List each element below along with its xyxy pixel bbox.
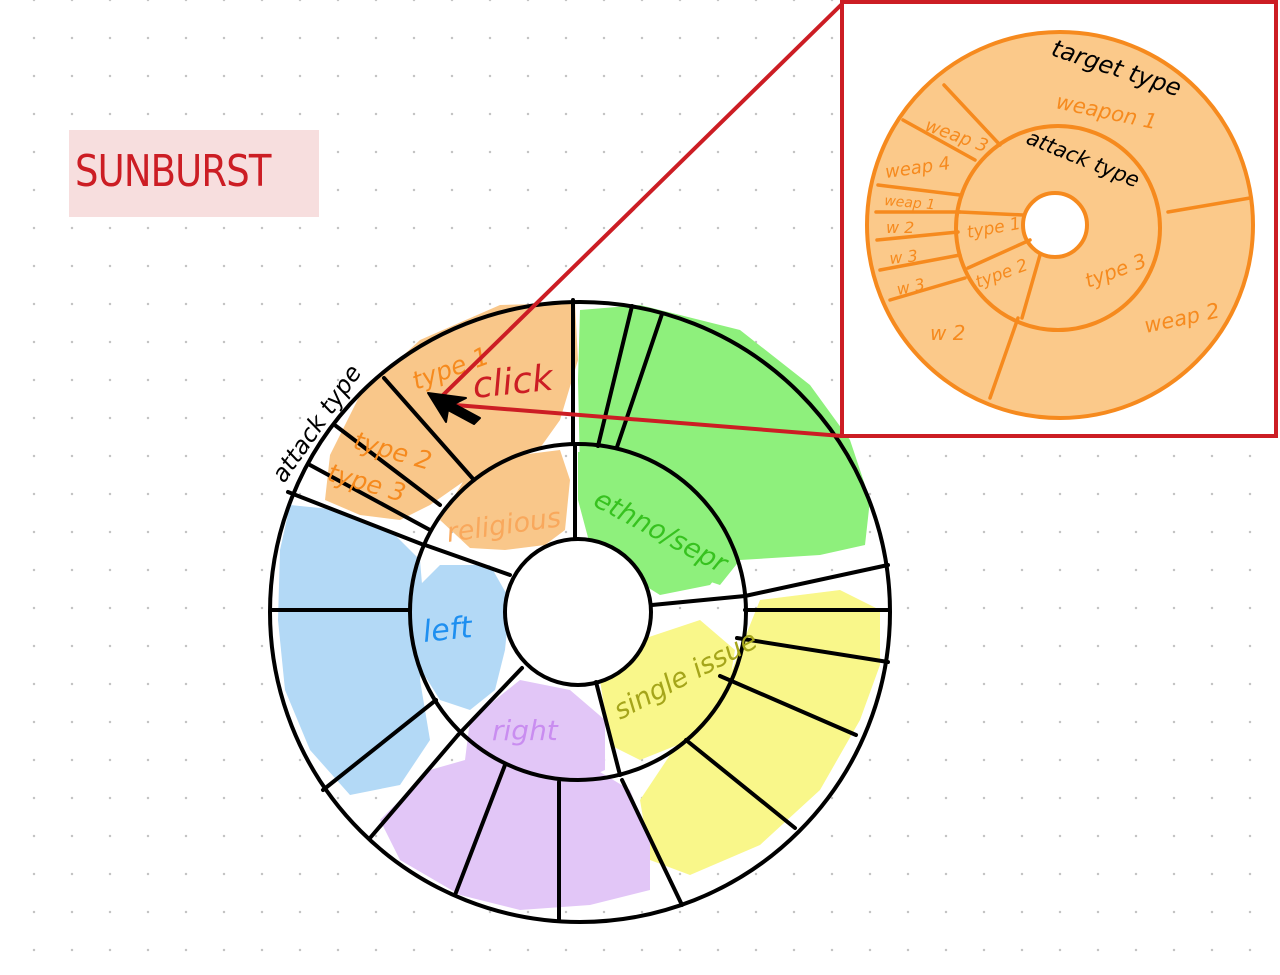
cursor-arrow-icon <box>427 392 481 425</box>
outer-divider <box>308 463 432 532</box>
inset-divider <box>1020 253 1042 320</box>
inset-dividers <box>874 83 1252 400</box>
inset-divider <box>901 118 977 162</box>
outer-dividers <box>269 298 891 923</box>
inset-center-hole <box>1021 191 1089 259</box>
click-annotation: click <box>427 2 844 438</box>
inset-divider <box>988 316 1020 400</box>
inner-ring-fills <box>415 450 735 790</box>
inset-divider <box>966 238 1032 270</box>
inner-fill-blue <box>415 565 510 710</box>
zoom-connector-line <box>454 403 843 438</box>
inset-divider <box>888 276 967 302</box>
inset-divider <box>875 230 960 242</box>
inset-divider <box>878 253 962 272</box>
main-sunburst: religious ethno/sepr single issue right … <box>266 298 892 924</box>
inset-outer-label: w 2 <box>886 218 914 237</box>
inner-label-left: left <box>421 610 475 650</box>
inset-divider <box>876 183 962 197</box>
inset-panel: target type attack type type 1 type 2 ty… <box>840 0 1278 438</box>
outer-ring-border <box>268 300 892 924</box>
inset-outer-label: weap 1 <box>884 193 936 213</box>
inset-outer-label: w 3 <box>888 246 918 268</box>
outer-divider <box>596 304 634 448</box>
center-hole <box>503 537 653 687</box>
outer-divider <box>368 733 460 840</box>
title-box: SUNBURST <box>69 130 319 217</box>
outer-divider <box>620 778 684 907</box>
outer-divider <box>735 636 890 664</box>
outer-fill-blue <box>278 505 430 795</box>
outer-divider <box>321 698 438 792</box>
click-label: click <box>471 358 557 407</box>
inner-divider <box>650 594 747 607</box>
outer-divider <box>286 490 426 547</box>
page-title: SUNBURST <box>75 146 271 197</box>
inner-divider <box>594 680 622 777</box>
inner-divider <box>423 543 512 577</box>
outer-fill-yellow <box>640 590 880 875</box>
inset-divider <box>1166 196 1252 214</box>
inner-label-right: right <box>492 714 559 747</box>
inner-divider <box>456 666 524 737</box>
outer-divider <box>743 563 890 598</box>
outer-divider <box>453 763 507 897</box>
inner-dividers <box>423 444 747 777</box>
inset-divider <box>942 83 1002 147</box>
outer-divider <box>334 424 442 507</box>
inset-outer-label: w 2 <box>930 321 965 345</box>
outer-divider <box>718 674 858 737</box>
outer-divider <box>684 738 797 830</box>
zoom-connector-line <box>438 2 844 400</box>
outer-divider <box>615 312 664 449</box>
outer-fill-purple <box>380 750 650 910</box>
outer-divider <box>382 376 476 482</box>
inset-middle-ring <box>954 124 1162 332</box>
inset-divider <box>958 210 1025 217</box>
inner-fill-orange <box>440 450 570 550</box>
